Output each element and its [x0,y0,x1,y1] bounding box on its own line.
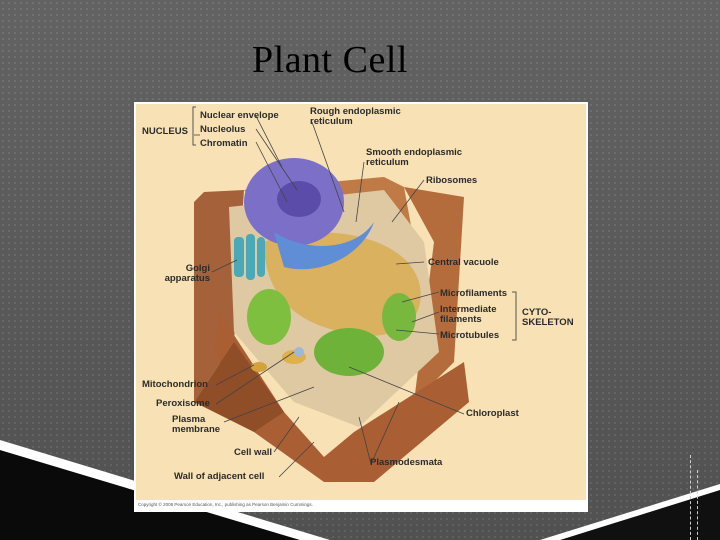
label-nuclear-envelope: Nuclear envelope [200,111,279,121]
label-rough-er: Rough endoplasmic reticulum [310,107,401,127]
label-nucleus: NUCLEUS [142,127,188,137]
label-golgi-line2: apparatus [154,274,210,284]
label-smooth-er: Smooth endoplasmic reticulum [366,148,462,168]
figure-copyright: Copyright © 2008 Pearson Education, Inc.… [138,502,313,507]
label-peroxisome: Peroxisome [156,399,210,409]
label-plasmodesmata: Plasmodesmata [370,458,442,468]
label-smooth-er-line2: reticulum [366,158,462,168]
label-microtubules: Microtubules [440,331,499,341]
label-intermediate-line2: filaments [440,315,497,325]
label-chloroplast: Chloroplast [466,409,519,419]
label-chromatin: Chromatin [200,139,248,149]
label-microfilaments: Microfilaments [440,289,507,299]
label-central-vacuole: Central vacuole [428,258,499,268]
label-plasma-membrane: Plasma membrane [172,415,220,435]
label-rough-er-line2: reticulum [310,117,401,127]
label-cytoskeleton: CYTO- SKELETON [522,308,574,328]
plant-cell-illustration [134,102,588,512]
label-cell-wall: Cell wall [234,448,272,458]
label-plasma-line2: membrane [172,425,220,435]
decorative-dashed-line [690,455,691,540]
decorative-dashed-line [697,470,698,540]
label-ribosomes: Ribosomes [426,176,477,186]
slide-title: Plant Cell [252,38,408,82]
label-wall-of-adjacent-cell: Wall of adjacent cell [174,472,264,482]
label-intermediate-filaments: Intermediate filaments [440,305,497,325]
label-mitochondrion: Mitochondrion [142,380,208,390]
plant-cell-figure: NUCLEUS Nuclear envelope Nucleolus Chrom… [134,102,588,512]
label-nucleolus: Nucleolus [200,125,245,135]
label-cytoskeleton-line2: SKELETON [522,318,574,328]
label-golgi: Golgi apparatus [154,264,210,284]
